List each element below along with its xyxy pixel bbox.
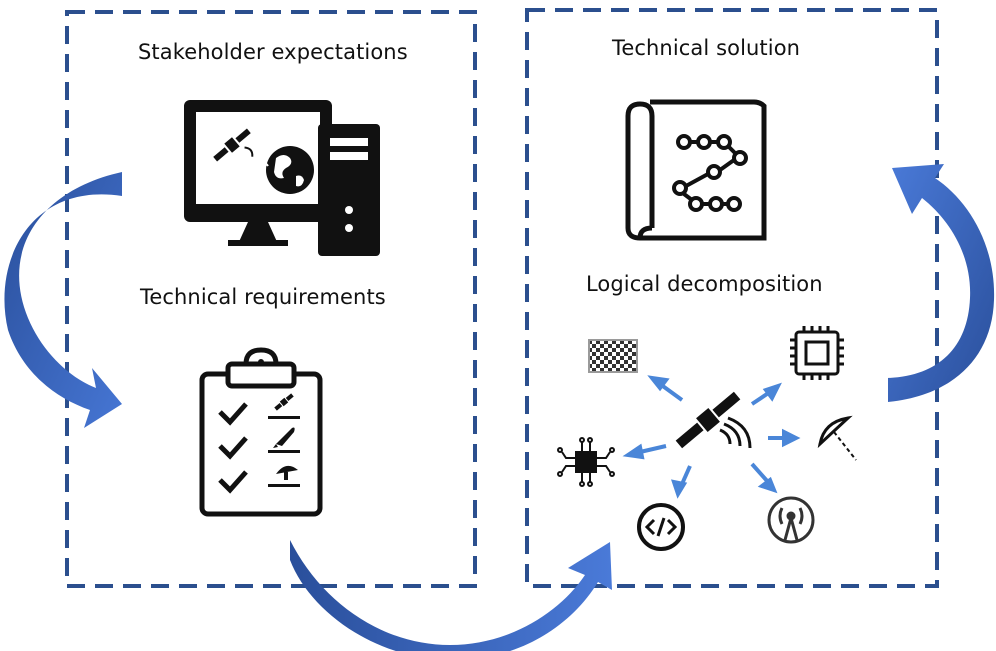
technical-requirements-label: Technical requirements [140,285,386,309]
satellite-dish-icon [276,465,298,480]
right-panel-border [525,8,939,588]
desktop-tower-icon [318,124,380,256]
left-curved-arrow [4,172,123,428]
satellite-icon [274,393,294,411]
clipboard-checklist-icon [199,347,323,517]
globe-icon [261,146,314,194]
microchip-icon [790,326,844,380]
satellite-icon [213,128,254,162]
circuit-board-icon [557,437,615,487]
right-curved-arrow [888,164,995,402]
code-icon [637,503,685,551]
spoke-arrows [622,375,801,499]
solar-panel-icon [588,339,638,373]
rocket-icon [273,427,295,448]
stakeholder-expectations-label: Stakeholder expectations [138,40,408,64]
checkmark-icon [218,402,248,426]
bottom-curved-arrow [290,540,612,651]
radio-tower-icon [767,496,815,544]
checkmark-icon [218,436,248,460]
left-panel-border [65,10,477,588]
technical-solution-label: Technical solution [612,36,801,60]
logical-decomposition-label: Logical decomposition [586,272,823,296]
blueprint-circuit-icon [625,99,767,241]
satellite-icon [675,391,741,449]
dish-antenna-icon [817,415,857,461]
checkmark-icon [218,470,248,494]
